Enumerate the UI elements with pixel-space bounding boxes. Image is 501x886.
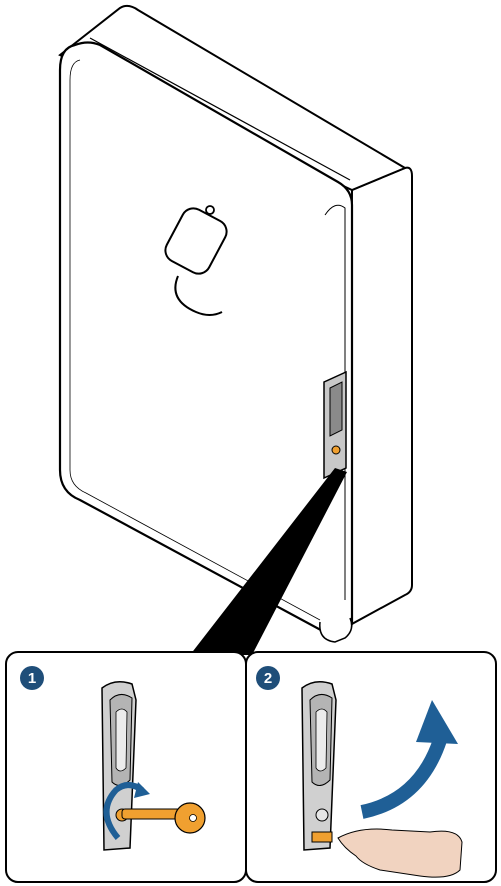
device-enclosure [60, 6, 412, 642]
enclosure-side [350, 168, 412, 625]
step-1-number: 1 [28, 670, 36, 687]
step-2-handle [302, 682, 336, 850]
step-2-badge: 2 [256, 666, 280, 690]
step-2-number: 2 [264, 670, 272, 687]
step-1-badge: 1 [20, 666, 44, 690]
enclosure-handle [324, 372, 346, 478]
